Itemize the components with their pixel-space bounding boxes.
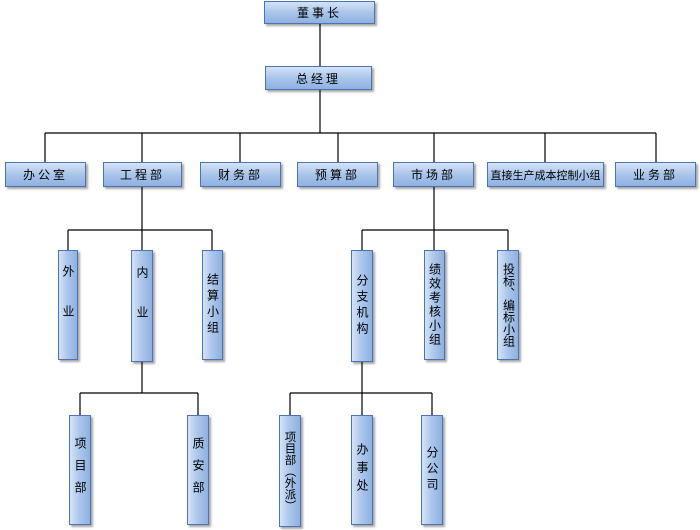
node-finance: 财务部 — [200, 162, 281, 187]
node-label: 工程部 — [119, 168, 165, 182]
node-performance-group: 绩效考核小组 — [424, 250, 445, 360]
node-label: 财务部 — [217, 168, 263, 182]
node-eng-external: 外业 — [58, 250, 78, 360]
node-label: 项目部 — [73, 437, 87, 503]
node-eng-internal: 内业 — [131, 250, 153, 362]
node-label: 业务部 — [632, 168, 678, 182]
node-label: 直接生产成本控制小组 — [490, 168, 601, 182]
node-label: 总经理 — [295, 71, 341, 86]
node-label: 项目部（外派） — [283, 430, 298, 512]
node-branch-org: 分支机构 — [351, 250, 373, 362]
node-project-dept: 项目部 — [69, 415, 91, 525]
node-label: 办公室 — [22, 168, 68, 182]
node-business: 业务部 — [615, 162, 696, 187]
node-label: 投标、编标小组 — [501, 263, 516, 347]
node-eng-settlement: 结算小组 — [202, 250, 223, 360]
node-quality-safety: 质安部 — [187, 415, 209, 525]
node-market: 市场部 — [393, 162, 474, 187]
node-label: 办事处 — [355, 443, 369, 497]
node-office-branch: 办事处 — [351, 415, 373, 525]
node-label: 董事长 — [296, 6, 342, 20]
node-engineering: 工程部 — [103, 162, 182, 187]
node-label: 市场部 — [410, 168, 456, 182]
node-label: 结算小组 — [205, 273, 220, 337]
node-label: 外业 — [61, 265, 75, 345]
node-chairman: 董事长 — [264, 1, 375, 24]
node-project-dept-dispatched: 项目部（外派） — [279, 415, 301, 527]
node-general-manager: 总经理 — [265, 66, 372, 90]
node-label: 预算部 — [314, 168, 360, 182]
node-label: 分公司 — [425, 446, 439, 494]
node-subsidiary: 分公司 — [421, 415, 443, 525]
node-bidding-group: 投标、编标小组 — [497, 250, 519, 360]
node-budget: 预算部 — [297, 162, 378, 187]
node-office: 办公室 — [5, 162, 86, 187]
node-cost-control: 直接生产成本控制小组 — [487, 162, 604, 187]
node-label: 分支机构 — [355, 274, 369, 338]
node-label: 内业 — [135, 266, 149, 346]
node-label: 绩效考核小组 — [427, 263, 442, 347]
node-label: 质安部 — [191, 437, 205, 503]
